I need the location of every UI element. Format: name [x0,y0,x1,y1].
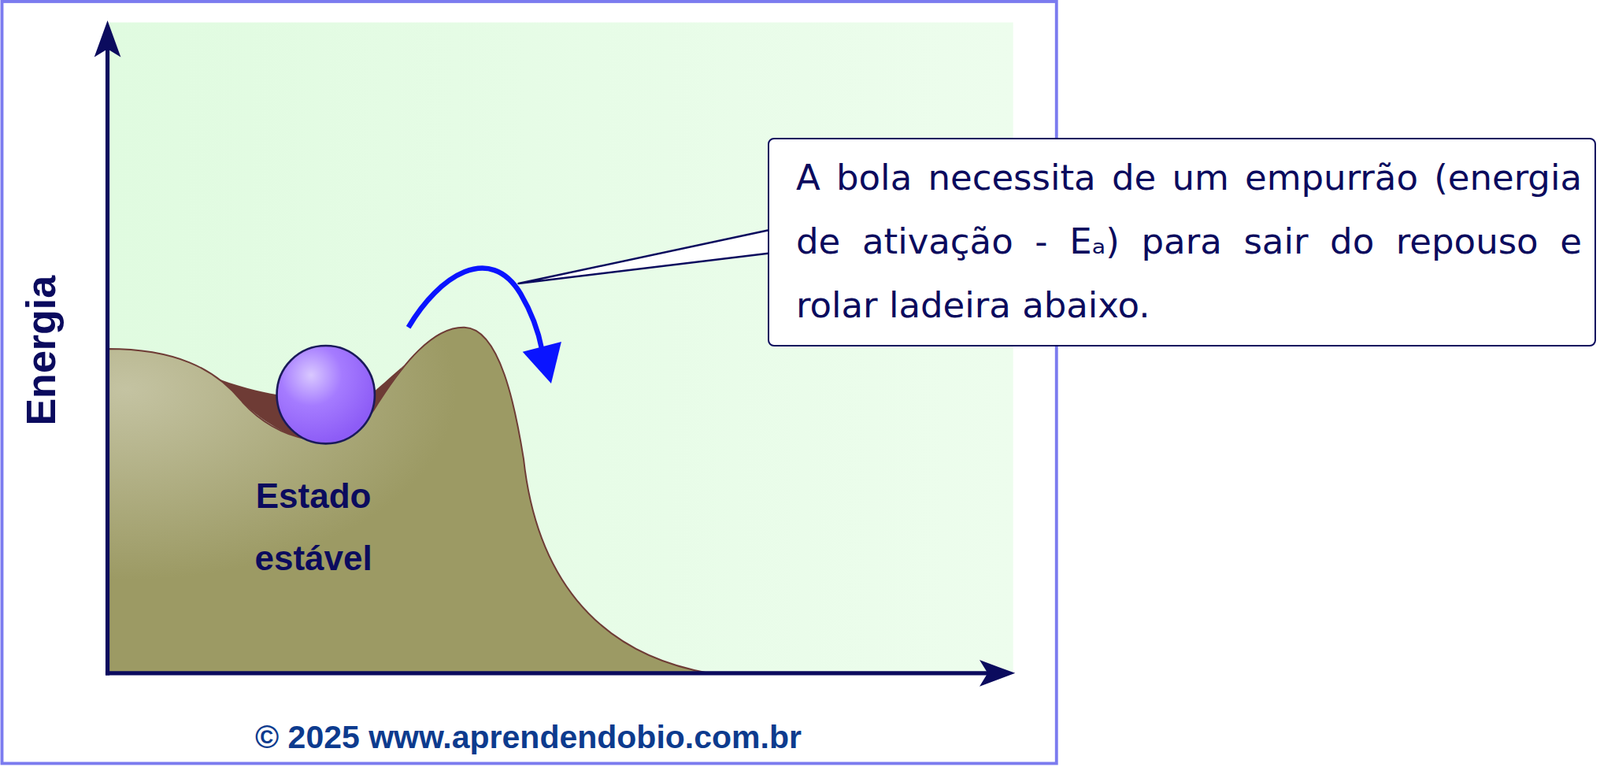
hill-terrain [107,327,710,674]
frame-border [1,1,1056,764]
x-axis [105,670,995,675]
x-axis-arrowhead [979,659,1015,687]
copyright-note: © 2025 www.aprendendobio.com.br [255,718,802,757]
plot-background [107,22,1014,673]
callout-text: A bola necessita de um empurrão (energia… [796,145,1582,338]
y-axis-arrowhead [94,20,122,58]
push-arrow [408,268,543,351]
push-arrowhead [522,341,562,384]
state-label: Estado estável [255,464,373,589]
axis-title: Energia [16,275,66,426]
callout-pointer [518,229,772,284]
ball [277,345,375,444]
callout-box: A bola necessita de um empurrão (energia… [767,137,1597,347]
y-axis [105,40,110,676]
